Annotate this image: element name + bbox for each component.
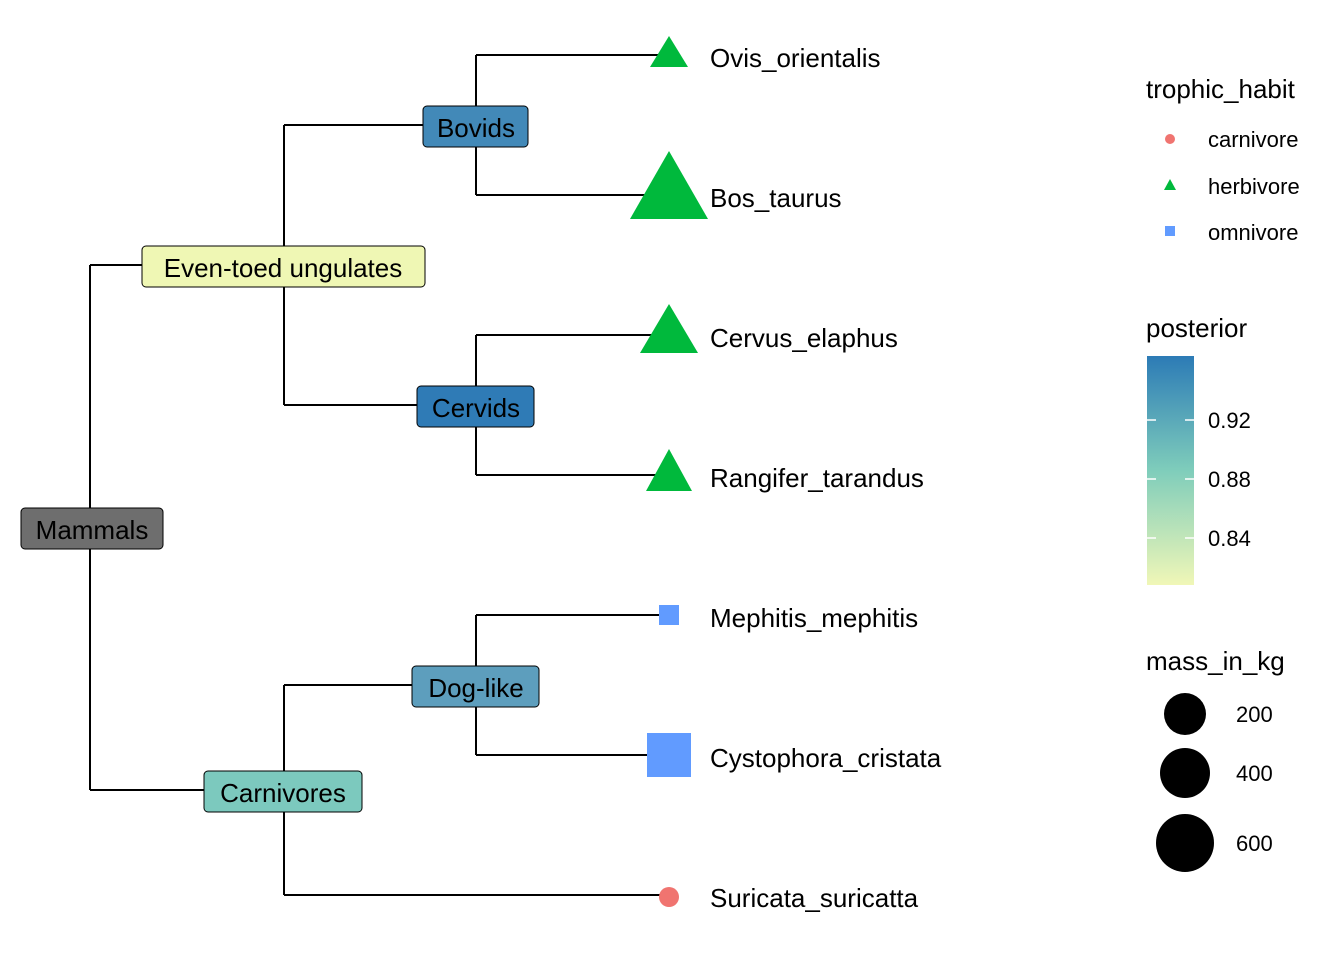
clade-box-cervids — [416, 385, 535, 428]
clade-box-mammals — [20, 507, 164, 550]
tip-label-suricata-suricatta: Suricata_suricatta — [710, 883, 919, 913]
legend-omnivore-label: omnivore — [1208, 220, 1298, 245]
legend-carnivore-label: carnivore — [1208, 127, 1298, 152]
tip-symbol-bos-taurus — [630, 151, 708, 219]
clade-text-carnivores: Carnivores — [220, 778, 346, 808]
tip-symbol-cervus-elaphus — [640, 304, 698, 353]
clade-label-even-toed-ungulates: Even-toed ungulates — [141, 245, 426, 288]
clade-text-mammals: Mammals — [36, 515, 149, 545]
clade-text-even-toed-ungulates: Even-toed ungulates — [164, 253, 403, 283]
clade-box-even-toed-ungulates — [141, 245, 426, 288]
legend-mass-label: 400 — [1236, 761, 1273, 786]
clade-label-dog-like: Dog-like — [411, 665, 540, 708]
clade-labels: Mammals Even-toed ungulates Bovids Cervi… — [20, 105, 540, 813]
tip-symbol-rangifer-tarandus — [646, 449, 692, 491]
legend-carnivore-icon — [1165, 134, 1175, 144]
tip-symbols — [630, 36, 708, 907]
legend-mass-label: 200 — [1236, 702, 1273, 727]
legend-omnivore-icon — [1165, 226, 1175, 236]
clade-box-dog-like — [411, 665, 540, 708]
clade-label-mammals: Mammals — [20, 507, 164, 550]
legend-posterior-tick-label: 0.92 — [1208, 408, 1251, 433]
tip-label-cervus-elaphus: Cervus_elaphus — [710, 323, 898, 353]
legend-herbivore-icon — [1164, 179, 1176, 190]
legend-trophic-title: trophic_habit — [1146, 74, 1296, 104]
tip-symbol-ovis-orientalis — [650, 36, 688, 67]
legend-posterior-tick-label: 0.88 — [1208, 467, 1251, 492]
legend-posterior-title: posterior — [1146, 313, 1247, 343]
tip-label-ovis-orientalis: Ovis_orientalis — [710, 43, 881, 73]
tip-label-rangifer-tarandus: Rangifer_tarandus — [710, 463, 924, 493]
tip-symbol-suricata-suricatta — [659, 887, 679, 907]
legend-trophic-habit: trophic_habit carnivore herbivore omnivo… — [1146, 74, 1300, 245]
clade-label-cervids: Cervids — [416, 385, 535, 428]
legend-posterior-colorbar — [1147, 356, 1194, 585]
tip-label-mephitis-mephitis: Mephitis_mephitis — [710, 603, 918, 633]
clade-label-carnivores: Carnivores — [203, 770, 363, 813]
legend-posterior-tick-label: 0.84 — [1208, 526, 1251, 551]
legend-herbivore-label: herbivore — [1208, 174, 1300, 199]
tip-symbol-cystophora-cristata — [647, 733, 691, 777]
legend-mass-symbol-200 — [1164, 693, 1206, 735]
legend-posterior: posterior 0.92 0.88 0.84 — [1146, 313, 1251, 585]
legend-mass: mass_in_kg 200 400 600 — [1146, 646, 1285, 872]
tip-labels: Ovis_orientalis Bos_taurus Cervus_elaphu… — [710, 43, 942, 913]
legend-posterior-ticks — [1147, 419, 1194, 539]
clade-text-bovids: Bovids — [437, 113, 515, 143]
legend-mass-title: mass_in_kg — [1146, 646, 1285, 676]
tree-branches — [89, 54, 670, 896]
tip-label-bos-taurus: Bos_taurus — [710, 183, 842, 213]
clade-label-bovids: Bovids — [422, 105, 529, 148]
clade-text-cervids: Cervids — [432, 393, 520, 423]
tip-label-cystophora-cristata: Cystophora_cristata — [710, 743, 942, 773]
legend-mass-symbol-400 — [1160, 748, 1210, 798]
clade-text-dog-like: Dog-like — [428, 673, 523, 703]
legend-mass-symbol-600 — [1156, 814, 1214, 872]
clade-box-carnivores — [203, 770, 363, 813]
tip-symbol-mephitis-mephitis — [659, 605, 679, 625]
legend-mass-label: 600 — [1236, 831, 1273, 856]
clade-box-bovids — [422, 105, 529, 148]
